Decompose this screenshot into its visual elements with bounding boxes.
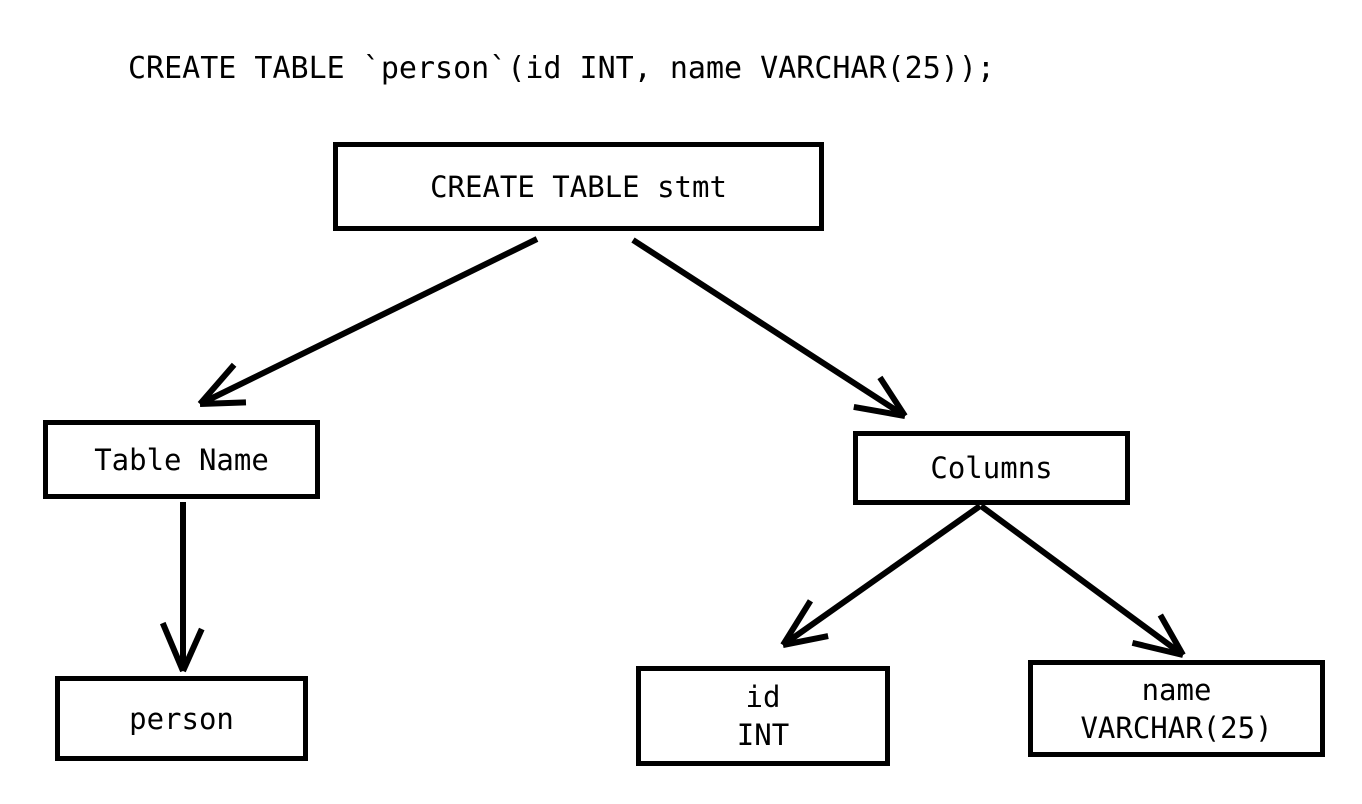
arrowhead-barb <box>853 404 906 419</box>
name-column-node[interactable]: name VARCHAR(25) <box>1028 660 1325 757</box>
node-line-name: id <box>745 680 781 714</box>
node-line: Table Name <box>94 442 269 477</box>
node-line-name: name <box>1141 672 1212 707</box>
node-line: person <box>129 701 234 736</box>
sql-statement-title: CREATE TABLE `person`(id INT, name VARCH… <box>128 51 995 86</box>
edge-root-to-columns <box>631 237 907 419</box>
columns-node[interactable]: Columns <box>853 431 1130 505</box>
arrowhead-barb <box>199 399 247 407</box>
id-column-node[interactable]: id INT <box>636 666 890 766</box>
arrowhead-barb <box>197 362 237 406</box>
arrowhead-barb <box>1157 613 1186 657</box>
create-table-stmt-node[interactable]: CREATE TABLE stmt <box>333 142 824 231</box>
edge-columns-to-name <box>979 503 1185 658</box>
arrowhead-barb <box>782 633 829 648</box>
arrowhead-barb <box>159 621 186 673</box>
arrowhead-barb <box>877 375 908 418</box>
arrowhead-barb <box>180 627 205 673</box>
node-line-type: VARCHAR(25) <box>1080 710 1273 745</box>
arrowhead-barb <box>780 599 814 647</box>
edge-columns-to-id <box>781 503 982 648</box>
person-value-node[interactable]: person <box>55 676 308 761</box>
table-name-node[interactable]: Table Name <box>43 420 320 499</box>
edge-root-to-table-name <box>198 236 539 407</box>
node-line-type: INT <box>736 718 790 752</box>
node-line: Columns <box>930 451 1053 485</box>
arrowhead-barb <box>1131 639 1184 658</box>
node-line: CREATE TABLE stmt <box>430 169 727 204</box>
